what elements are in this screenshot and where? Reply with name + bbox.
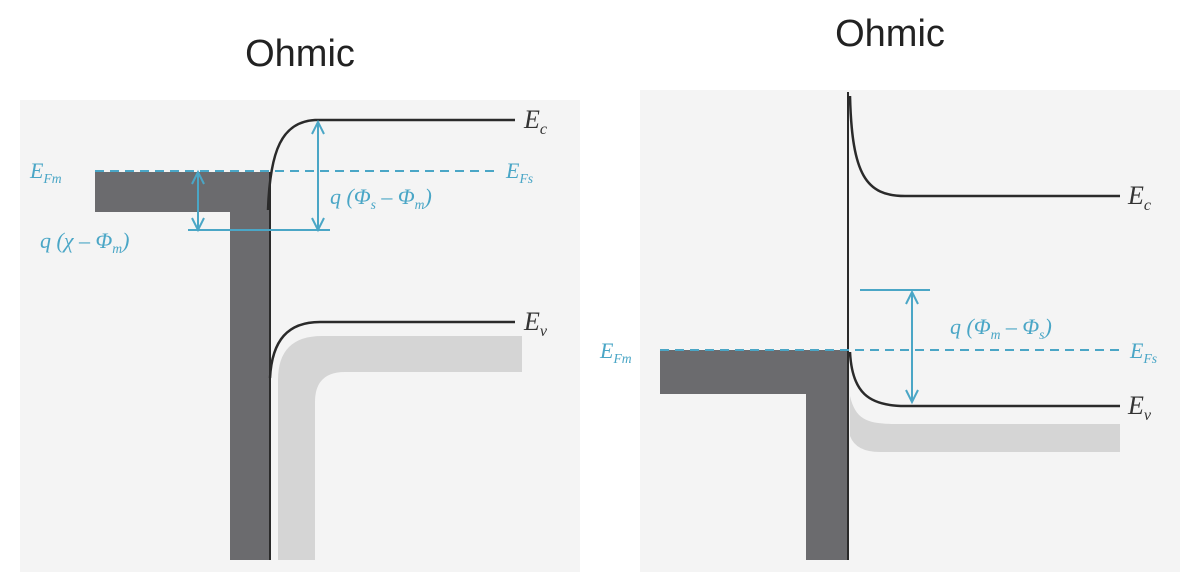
- right-panel: Ohmic Ec Ev EFm EFs q (Φm – Φs): [599, 13, 1180, 572]
- left-conduction-band: [266, 118, 515, 211]
- left-barrier-arrow: [188, 119, 330, 233]
- right-metal-block: [660, 350, 848, 560]
- left-ev-label: Ev: [523, 307, 548, 340]
- left-barrier-label: q (Φs – Φm): [330, 184, 432, 212]
- right-panel-background: [640, 90, 1180, 572]
- right-title: Ohmic: [835, 13, 945, 55]
- left-valence-band-fill: [278, 336, 522, 560]
- right-valence-band-fill: [850, 396, 1120, 452]
- left-panel: Ohmic Ec Ev EFm EFs q (Φs – Φm): [20, 33, 580, 572]
- left-efm-label: EFm: [29, 158, 62, 186]
- right-efs-label: EFs: [1129, 338, 1157, 366]
- right-valence-band-edge: [848, 351, 1120, 408]
- right-efm-label: EFm: [599, 338, 632, 366]
- left-offset-label: q (χ – Φm): [40, 228, 129, 256]
- left-metal-block: [95, 172, 270, 560]
- left-valence-band-edge: [268, 320, 515, 379]
- left-ec-label: Ec: [523, 105, 547, 138]
- right-ec-label: Ec: [1127, 181, 1151, 214]
- left-offset-arrow: [191, 169, 205, 233]
- right-ev-label: Ev: [1127, 391, 1152, 424]
- left-efs-label: EFs: [505, 158, 533, 186]
- right-conduction-band: [848, 95, 1120, 198]
- right-barrier-label: q (Φm – Φs): [950, 314, 1052, 342]
- right-barrier-arrow: [860, 289, 930, 405]
- left-title: Ohmic: [245, 33, 355, 75]
